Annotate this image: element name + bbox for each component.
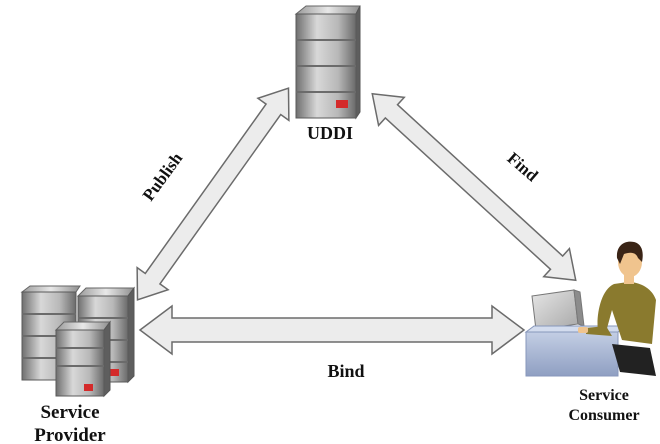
uddi-label: UDDI [307, 123, 353, 143]
bind-arrow-shape [138, 304, 526, 356]
publish-arrow-shape [136, 87, 290, 301]
provider-label-line2: Provider [34, 425, 106, 444]
desk [525, 331, 619, 377]
bind-arrow [138, 304, 526, 356]
publish-label: Publish [139, 149, 187, 205]
consumer-label-line1: Service [579, 387, 629, 404]
consumer-person-at-computer-icon [524, 241, 656, 377]
consumer-label-line2: Consumer [568, 407, 639, 424]
bind-label: Bind [327, 361, 364, 381]
publish-arrow [136, 87, 290, 301]
find-arrow-shape [371, 92, 577, 282]
uddi-server-icon [294, 5, 361, 120]
uddi-led [336, 100, 348, 108]
provider-label-line1: Service [40, 402, 99, 423]
provider-server-cluster-icon [20, 285, 135, 398]
find-label: Find [504, 149, 543, 186]
find-arrow [371, 92, 577, 282]
